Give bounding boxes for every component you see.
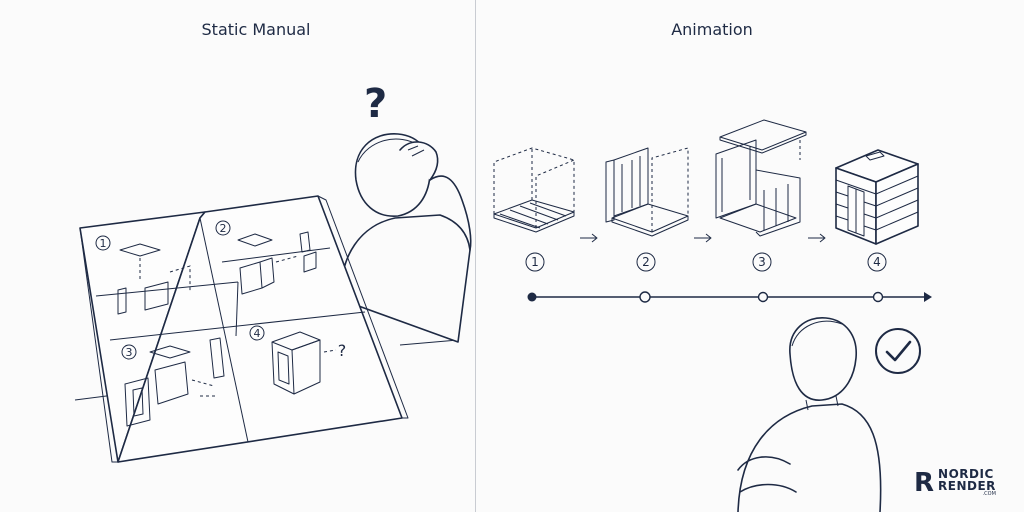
assembly-step-1-drawing	[493, 147, 575, 233]
timeline-marker-4	[872, 291, 884, 303]
logo-line-2: RENDER	[938, 479, 996, 493]
open-manual	[79, 195, 409, 463]
manual-step-4: 4	[249, 325, 265, 341]
check-icon	[875, 328, 921, 374]
manual-diagram-3	[124, 337, 225, 427]
assembly-step-3-drawing	[715, 119, 807, 237]
svg-text:4: 4	[873, 255, 881, 269]
satisfied-person	[737, 317, 882, 512]
manual-small-question: ?	[338, 341, 347, 360]
animation-step-3: 3	[752, 252, 772, 272]
svg-text:1: 1	[100, 237, 107, 250]
timeline-marker-3	[757, 291, 769, 303]
animation-step-1: 1	[525, 252, 545, 272]
animation-step-2: 2	[636, 252, 656, 272]
svg-text:1: 1	[531, 255, 539, 269]
panel-divider	[475, 0, 476, 512]
logo-line-1: NORDIC	[938, 467, 994, 481]
timeline-marker-2	[639, 291, 651, 303]
svg-text:2: 2	[642, 255, 650, 269]
svg-text:3: 3	[126, 346, 133, 359]
animation-step-4: 4	[867, 252, 887, 272]
manual-diagram-2	[237, 231, 317, 295]
svg-text:3: 3	[758, 255, 766, 269]
svg-text:2: 2	[220, 222, 227, 235]
table-edge-right	[399, 339, 459, 346]
confused-person	[340, 133, 472, 343]
timeline-marker-start	[527, 292, 537, 302]
assembly-step-4-drawing	[835, 149, 919, 245]
assembly-step-2-drawing	[605, 147, 689, 237]
timeline	[527, 291, 932, 303]
manual-step-2: 2	[215, 220, 231, 236]
manual-diagram-1	[117, 243, 191, 315]
logo-suffix: .COM	[982, 491, 996, 497]
question-mark: ?	[364, 81, 387, 127]
manual-step-1: 1	[95, 235, 111, 251]
animation-title: Animation	[671, 20, 753, 39]
logo-mark-icon: R	[914, 467, 935, 498]
svg-text:4: 4	[254, 327, 261, 340]
manual-step-3: 3	[121, 344, 137, 360]
manual-diagram-4: ?	[271, 331, 347, 395]
static-manual-title: Static Manual	[201, 20, 311, 39]
step-arrows	[580, 233, 826, 243]
nordic-render-logo: R NORDIC RENDER .COM	[914, 468, 996, 497]
